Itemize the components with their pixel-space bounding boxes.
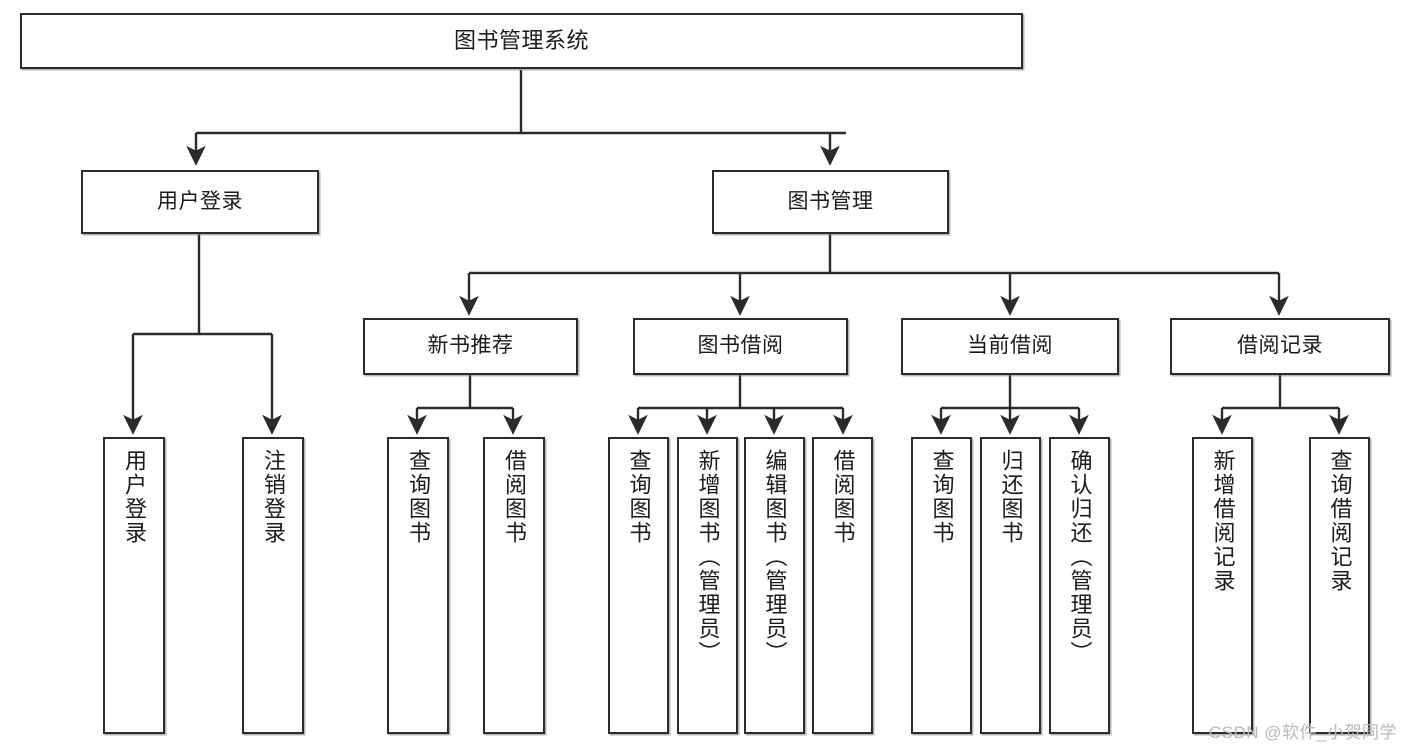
node-label: 借阅图书 <box>502 449 527 545</box>
node-leaf-query-book-2[interactable]: 查询图书 <box>608 437 669 734</box>
node-user-login[interactable]: 用户登录 <box>81 170 319 234</box>
node-leaf-add-book[interactable]: 新增图书（管理员） <box>677 437 738 734</box>
node-label: 图书管理 <box>787 189 874 213</box>
node-label: 新书推荐 <box>427 334 514 358</box>
node-new-book-recommend[interactable]: 新书推荐 <box>363 318 578 375</box>
node-leaf-return-book[interactable]: 归还图书 <box>980 437 1041 734</box>
node-leaf-query-record[interactable]: 查询借阅记录 <box>1309 437 1370 734</box>
node-label: 查询图书 <box>406 449 431 545</box>
node-leaf-add-record[interactable]: 新增借阅记录 <box>1192 437 1253 734</box>
node-label: 图书借阅 <box>697 334 784 358</box>
node-current-borrow[interactable]: 当前借阅 <box>901 318 1119 375</box>
node-label: 注销登录 <box>261 449 286 545</box>
node-label: 查询借阅记录 <box>1327 449 1353 593</box>
node-leaf-confirm-return[interactable]: 确认归还（管理员） <box>1049 437 1110 734</box>
node-label: 查询图书 <box>929 449 955 545</box>
node-label: 新增借阅记录 <box>1210 449 1236 593</box>
node-leaf-borrow-book-1[interactable]: 借阅图书 <box>483 437 545 734</box>
node-label: 确认归还（管理员） <box>1067 449 1093 665</box>
node-label: 用户登录 <box>122 449 147 545</box>
node-leaf-query-book-1[interactable]: 查询图书 <box>387 437 449 734</box>
node-label: 新增图书（管理员） <box>695 449 721 665</box>
node-label: 归还图书 <box>998 449 1024 545</box>
node-leaf-user-logout[interactable]: 注销登录 <box>242 437 304 734</box>
node-root-system[interactable]: 图书管理系统 <box>20 13 1023 69</box>
node-leaf-borrow-book-2[interactable]: 借阅图书 <box>812 437 873 734</box>
node-label: 编辑图书（管理员） <box>762 449 788 665</box>
node-book-manage[interactable]: 图书管理 <box>712 170 949 234</box>
node-borrow-record[interactable]: 借阅记录 <box>1170 318 1390 375</box>
node-label: 借阅记录 <box>1237 334 1323 358</box>
node-label: 用户登录 <box>157 189 243 213</box>
node-label: 查询图书 <box>626 449 652 545</box>
node-leaf-user-login[interactable]: 用户登录 <box>103 437 165 734</box>
node-leaf-query-book-3[interactable]: 查询图书 <box>911 437 972 734</box>
node-label: 借阅图书 <box>830 449 856 545</box>
node-leaf-edit-book[interactable]: 编辑图书（管理员） <box>744 437 805 734</box>
node-book-borrow[interactable]: 图书借阅 <box>633 318 848 375</box>
node-label: 图书管理系统 <box>453 28 589 54</box>
node-label: 当前借阅 <box>967 334 1053 358</box>
